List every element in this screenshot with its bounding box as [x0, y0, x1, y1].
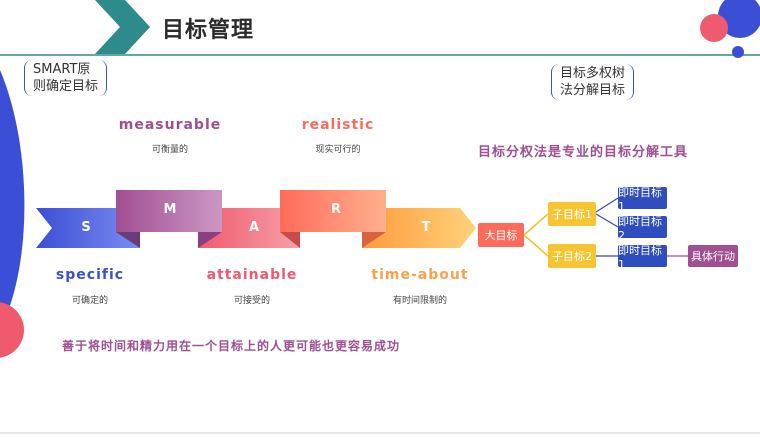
- letter-r: R: [330, 202, 341, 217]
- desc-measurable: 可衡量的: [151, 145, 188, 155]
- connector-root-sub1: [523, 213, 549, 236]
- ribbon-segment-r: [280, 190, 386, 232]
- keyword-measurable: measurable: [118, 117, 222, 133]
- immediate-goal-2-node: 即时目标2: [618, 215, 667, 242]
- letter-s: S: [81, 220, 91, 235]
- fold-shadow-3: [280, 232, 300, 248]
- top-right-coral-circle: [700, 14, 728, 42]
- footer-quote: 善于将时间和精力用在一个目标上的人更可能也更容易成功: [62, 339, 401, 353]
- goal-tree-label: 目标多权树 法分解目标: [551, 64, 635, 100]
- connector-sub1-leaf2: [595, 213, 619, 228]
- sub-goal-1-node: 子目标1: [548, 202, 596, 226]
- keyword-attainable: attainable: [206, 267, 298, 283]
- ribbon-segment-m: [116, 190, 222, 232]
- smart-principle-line2: 则确定目标: [33, 79, 99, 94]
- left-blue-arc: [0, 70, 25, 330]
- fold-shadow-2: [198, 232, 222, 248]
- left-coral-circle: [0, 302, 24, 358]
- ribbon-segment-a: [198, 208, 300, 248]
- sub-goal-2-node: 子目标2: [548, 244, 596, 268]
- page-title: 目标管理: [162, 18, 255, 43]
- goal-tree-subtitle: 目标分权法是专业的目标分解工具: [478, 145, 689, 160]
- top-right-small-circle: [732, 46, 744, 58]
- connector-root-sub2: [523, 234, 549, 257]
- teal-arrow-decoration: [95, 0, 150, 54]
- ribbon-segment-t: [362, 208, 476, 248]
- ribbon-segment-s: [36, 208, 140, 248]
- immediate-goal-1-node: 即时目标1: [618, 186, 667, 213]
- keyword-time-about: time-about: [371, 267, 469, 283]
- concrete-action-node: 具体行动: [688, 245, 738, 267]
- connector-sub1-leaf1: [595, 197, 619, 213]
- fold-shadow-1: [116, 232, 140, 248]
- top-right-blue-circle: [718, 0, 760, 38]
- fold-shadow-4: [362, 232, 386, 248]
- goal-tree-line1: 目标多权树: [560, 66, 626, 81]
- letter-a: A: [248, 220, 260, 235]
- keyword-specific: specific: [55, 267, 125, 283]
- goal-root-node: 大目标: [478, 223, 524, 247]
- immediate-goal-3-node: 即时目标1: [618, 244, 667, 271]
- smart-principle-label: SMART原 则确定目标: [24, 60, 108, 96]
- letter-t: T: [421, 220, 431, 235]
- desc-attainable: 可接受的: [233, 296, 270, 306]
- letter-m: M: [163, 202, 177, 217]
- desc-time-about: 有时间限制的: [392, 296, 447, 306]
- keyword-realistic: realistic: [301, 117, 375, 133]
- desc-realistic: 现实可行的: [315, 145, 361, 155]
- desc-specific: 可确定的: [71, 296, 108, 306]
- smart-principle-line1: SMART原: [33, 62, 91, 77]
- goal-tree-line2: 法分解目标: [560, 83, 626, 98]
